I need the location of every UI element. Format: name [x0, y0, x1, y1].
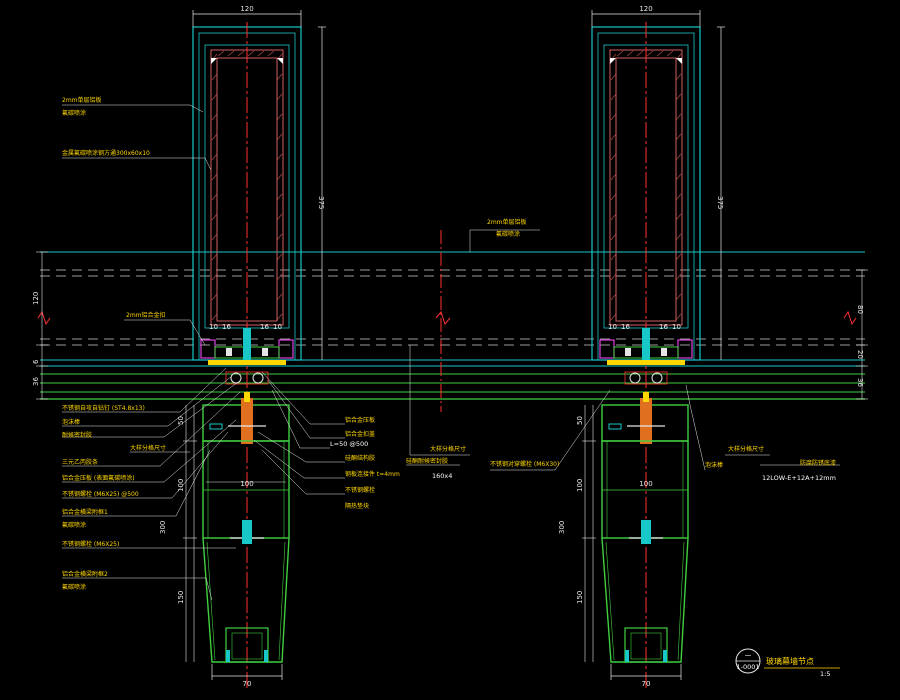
section-symbol-top: 一: [745, 652, 752, 660]
dim-300-left: 300: [159, 521, 167, 534]
section-title: 玻璃幕墙节点: [766, 656, 814, 666]
label-pressure-plate: 铝合金压板 (表面氟碳喷涂): [62, 474, 135, 482]
dim-100w-right: 100: [639, 480, 652, 488]
dim-16b-right: 16: [659, 323, 668, 331]
label-r-bolt: 不锈钢螺栓: [345, 486, 375, 494]
dim-100-left: 100: [177, 479, 185, 492]
label-epdm-strip: 三元乙丙胶条: [62, 458, 98, 466]
dim-20-right: 20: [856, 350, 864, 359]
label-foam-rod: 泡沫棒: [62, 418, 80, 426]
leader-lines: [62, 104, 840, 601]
dim-150-right: 150: [576, 591, 584, 604]
dim-6-left: 6: [32, 359, 40, 364]
dim-16b-left: 16: [260, 323, 269, 331]
dim-100w-left: 100: [240, 480, 253, 488]
label-bolt: 不锈钢螺栓 (M6X25): [62, 540, 119, 548]
horizontal-bands: [37, 230, 865, 412]
dim-10a-left: 10: [209, 323, 218, 331]
label-r-length: L=50 @500: [330, 440, 368, 448]
dim-16a-right: 16: [621, 323, 630, 331]
label-c-glass-size: 大样分格尺寸: [430, 445, 466, 453]
label-r-steel-connector: 钢板连接件 t=4mm: [345, 470, 400, 478]
dim-36-right: 36: [856, 378, 864, 387]
dim-70-right: 70: [642, 680, 651, 688]
left-node: [183, 10, 326, 690]
dim-36-left: 36: [32, 377, 40, 386]
label-aluminum-panel-coat: 氟碳喷涂: [62, 109, 86, 117]
dim-375-right: 375: [716, 196, 724, 209]
label-c-weather-sealant: 硅酮耐候密封胶: [406, 457, 448, 465]
dim-100-right: 100: [576, 479, 584, 492]
label-center-panel-coat: 氟碳喷涂: [496, 230, 520, 238]
label-frame-1-coat: 氟碳喷涂: [62, 521, 86, 529]
dim-150-left: 150: [177, 591, 185, 604]
dim-10b-right: 10: [672, 323, 681, 331]
dim-50-right: 50: [576, 416, 584, 425]
label-aluminum-panel: 2mm单层铝板: [62, 96, 102, 104]
label-bolt-500: 不锈钢螺栓 (M6X25) @500: [62, 490, 139, 498]
dim-300-right: 300: [558, 521, 566, 534]
dim-16a-left: 16: [222, 323, 231, 331]
right-node: [582, 10, 725, 690]
edge-dimensions: [36, 251, 868, 400]
label-glass-size-left: 大样分格尺寸: [130, 444, 166, 452]
label-r2-primer: 防腐防锈底漆: [800, 459, 836, 467]
dim-10a-right: 10: [608, 323, 617, 331]
label-r-thermal-pad: 隔热垫块: [345, 502, 369, 510]
dim-70-left: 70: [243, 680, 252, 688]
label-r-pressure-plate: 铝合金压板: [345, 416, 375, 424]
dim-120-left: 120: [32, 292, 40, 305]
label-r2-glass-size: 大样分格尺寸: [728, 445, 764, 453]
dim-10b-left: 10: [273, 323, 282, 331]
label-screw: 不锈钢自攻自钻钉 (ST4.8x13): [62, 404, 145, 412]
label-r2-foam-rod: 泡沫棒: [705, 461, 723, 469]
dim-top-right: 120: [639, 5, 652, 13]
label-c-through-bolt: 不锈钢对穿螺栓 (M6X30): [490, 460, 559, 468]
label-r-structural-sealant: 硅酮结构胶: [345, 454, 375, 462]
label-glass-spec: 12LOW-E+12A+12mm: [762, 474, 836, 482]
label-c-size: 160x4: [432, 472, 452, 480]
section-scale: 1:5: [820, 670, 830, 678]
label-steel-tube: 金属氟碳喷涂钢方通300x60x10: [62, 149, 150, 157]
dim-375-left: 375: [317, 196, 325, 209]
dim-top-left: 120: [240, 5, 253, 13]
label-frame-1: 铝合金横梁附框1: [62, 508, 108, 516]
label-seal-cover: 2mm铝合金扣: [126, 311, 166, 319]
label-sealant: 耐候密封胶: [62, 431, 92, 439]
section-symbol: [735, 648, 840, 674]
label-r-cap: 铝合金扣盖: [345, 430, 375, 438]
dim-80-right: 80: [856, 305, 864, 314]
dim-50-left: 50: [177, 416, 185, 425]
section-symbol-bottom: 1-0001: [736, 663, 759, 671]
label-frame-2: 铝合金横梁附框2: [62, 570, 108, 578]
label-center-panel: 2mm单层铝板: [487, 218, 527, 226]
label-frame-2-coat: 氟碳喷涂: [62, 583, 86, 591]
